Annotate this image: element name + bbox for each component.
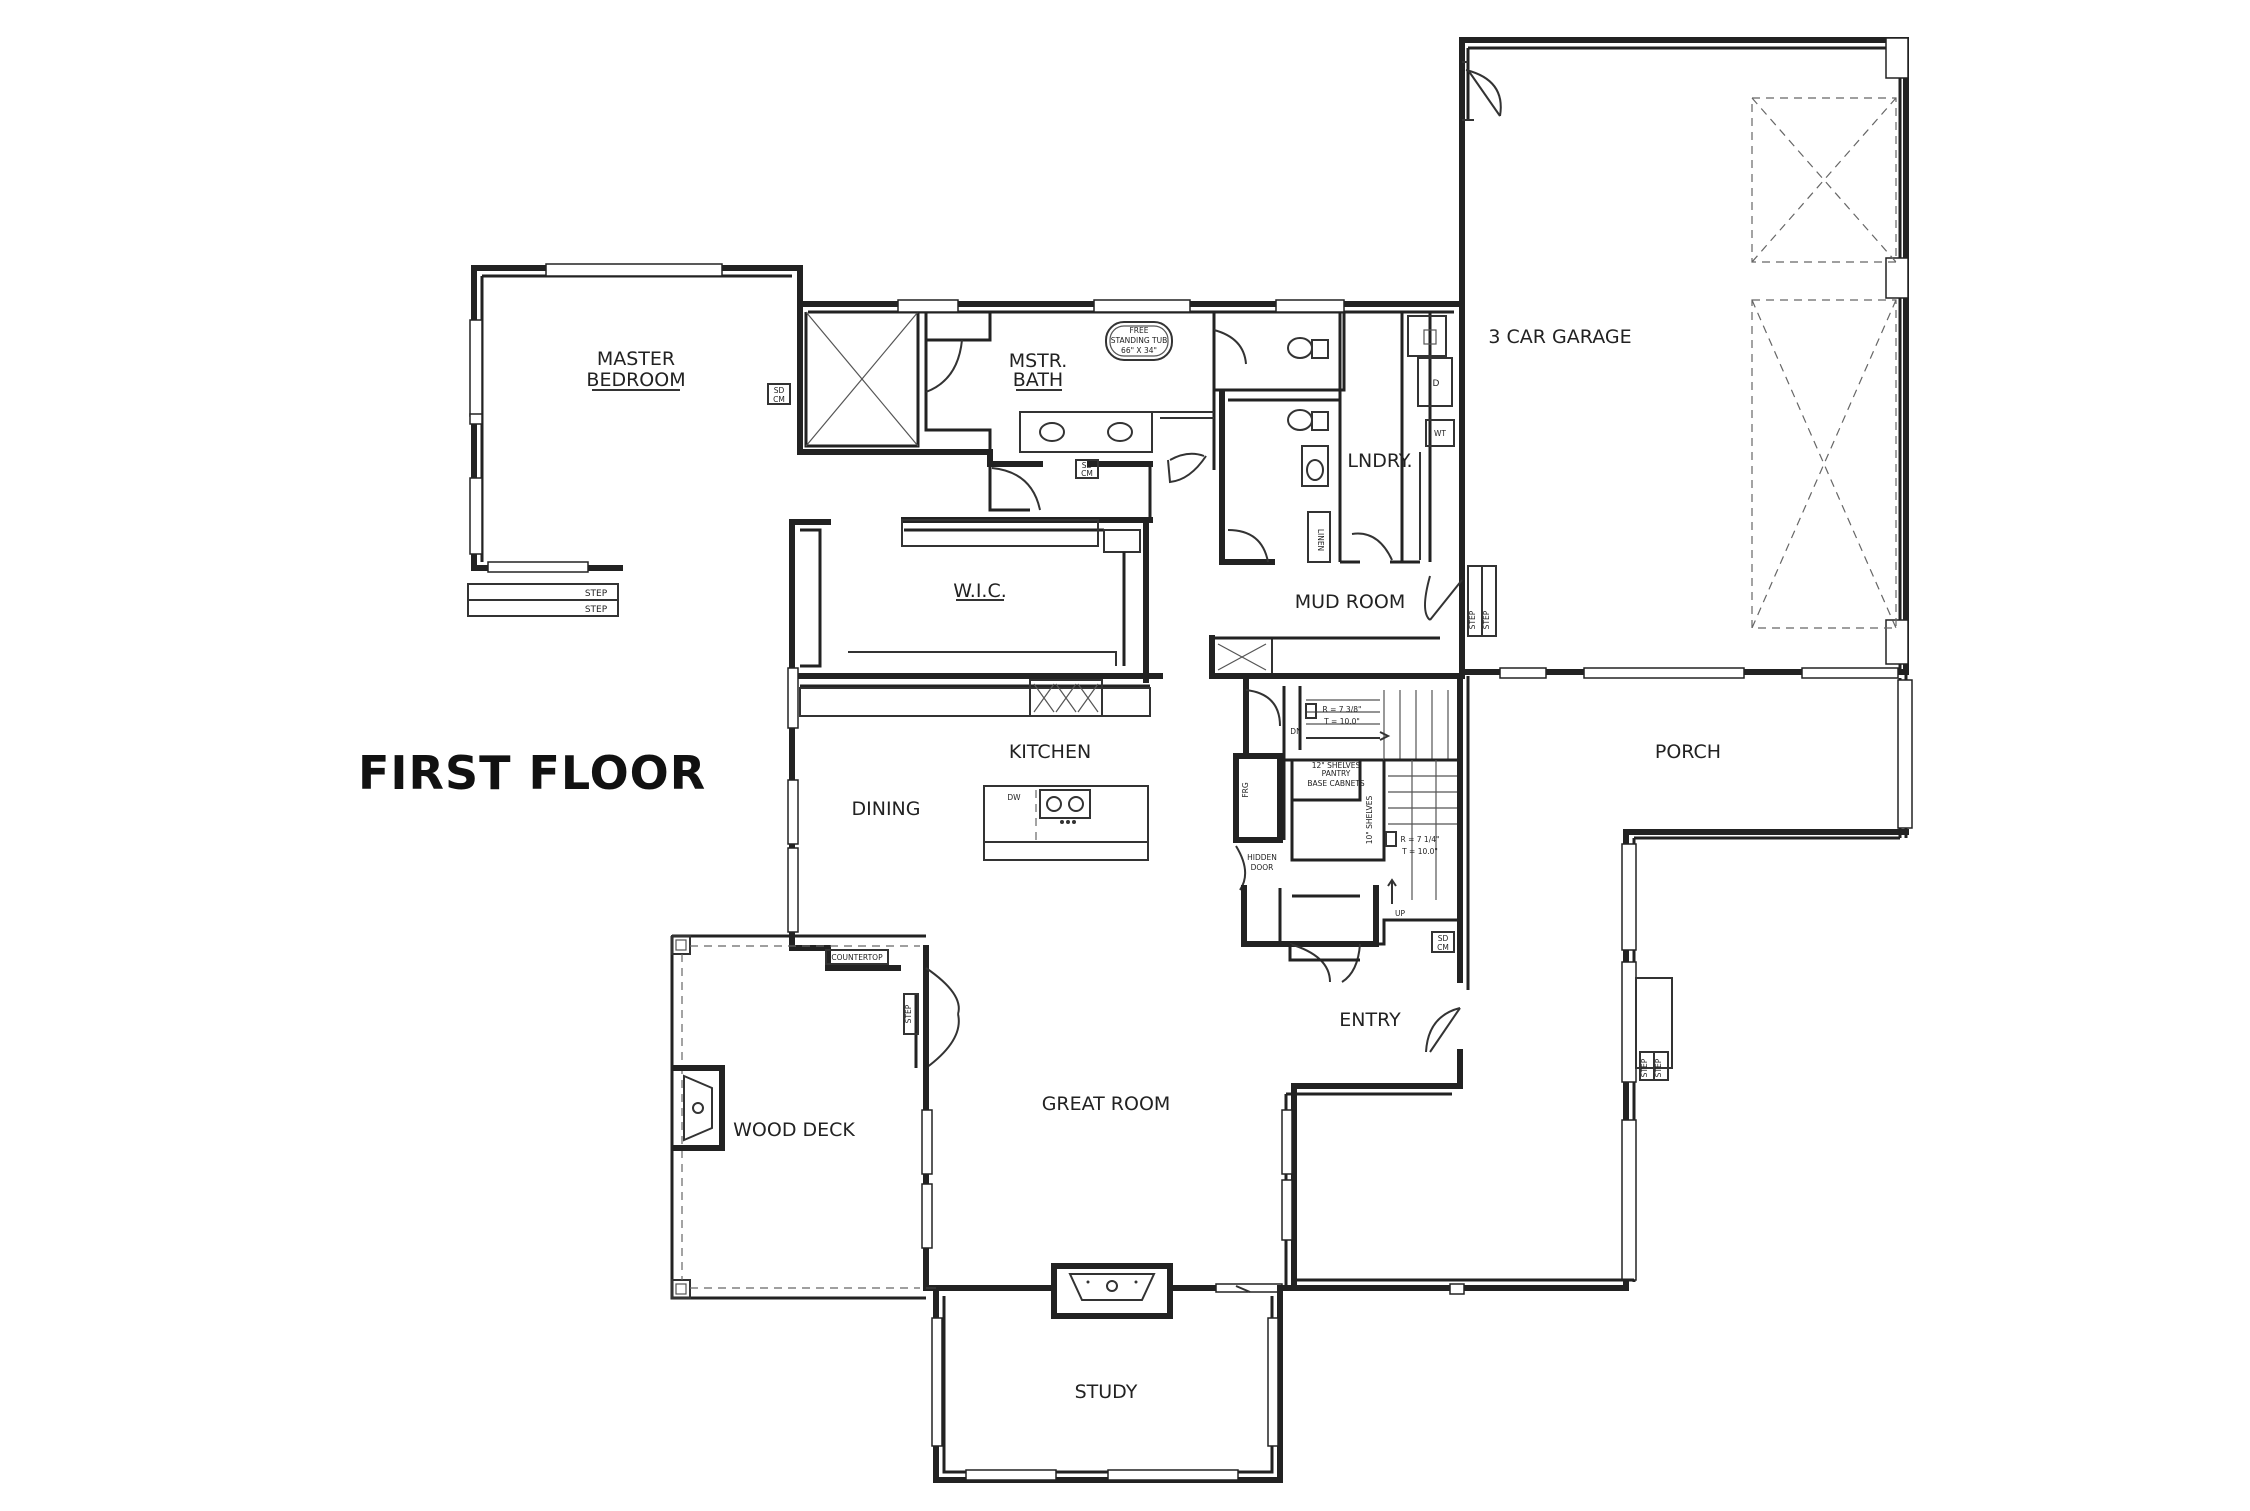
step-label-1: STEP bbox=[585, 589, 608, 599]
smoke-detector-icon: SD CM bbox=[1075, 459, 1099, 479]
garage-label: 3 CAR GARAGE bbox=[1488, 326, 1631, 348]
linen-label: LINEN bbox=[1316, 529, 1325, 551]
smoke-detector-icon: SD CM bbox=[767, 383, 791, 405]
stair-upper-t: T = 10.0" bbox=[1323, 717, 1360, 726]
kitchen-label: KITCHEN bbox=[1009, 741, 1091, 763]
svg-text:CM: CM bbox=[1081, 469, 1093, 478]
countertop-label: COUNTERTOP bbox=[831, 953, 883, 962]
great-room-walls: COUNTERTOP STEP bbox=[789, 937, 1297, 1319]
dining-label: DINING bbox=[852, 798, 921, 820]
entry-label: ENTRY bbox=[1339, 1009, 1401, 1031]
svg-text:SD: SD bbox=[1082, 461, 1093, 470]
mud-room-walls: STEP STEP bbox=[1209, 559, 1497, 679]
stair-dn-label: DN bbox=[1290, 727, 1301, 736]
step-label-porch-2: STEP bbox=[1654, 1058, 1663, 1077]
pantry-shelves-12: 12" SHELVES bbox=[1312, 761, 1361, 770]
svg-text:CM: CM bbox=[1437, 943, 1449, 952]
step-label-gr: STEP bbox=[904, 1004, 913, 1023]
tub-label-3: 66" X 34" bbox=[1121, 346, 1157, 355]
pantry-label: PANTRY bbox=[1322, 769, 1351, 778]
hidden-door-2: DOOR bbox=[1251, 863, 1274, 872]
master-bedroom-label-2: BEDROOM bbox=[586, 369, 685, 391]
pantry-shelves-10: 10" SHELVES bbox=[1365, 796, 1374, 845]
corridor-walls bbox=[988, 464, 1153, 523]
porch-label: PORCH bbox=[1655, 741, 1721, 763]
step-label-porch-1: STEP bbox=[1640, 1058, 1649, 1077]
hidden-door-1: HIDDEN bbox=[1247, 853, 1277, 862]
mstr-bath-label-2: BATH bbox=[1013, 369, 1063, 391]
base-cabinets-label: BASE CABNETS bbox=[1307, 779, 1365, 788]
mstr-bath-label-1: MSTR. bbox=[1009, 350, 1068, 372]
master-bedroom-walls bbox=[467, 263, 803, 617]
svg-text:SD: SD bbox=[774, 386, 785, 395]
great-room-label: GREAT ROOM bbox=[1042, 1093, 1171, 1115]
study-label: STUDY bbox=[1075, 1381, 1138, 1403]
fridge-label: FRG bbox=[1241, 782, 1250, 798]
svg-text:SD: SD bbox=[1438, 934, 1449, 943]
stair-pantry-walls: R = 7 3/8" T = 10.0" DN FRG 12" SHELVES … bbox=[1233, 673, 1460, 983]
stair-upper-r: R = 7 3/8" bbox=[1323, 705, 1362, 714]
page-title: FIRST FLOOR bbox=[358, 746, 707, 800]
tub-label-2: STANDING TUB bbox=[1111, 336, 1168, 345]
laundry-walls: LINEN D WT bbox=[1219, 307, 1465, 565]
smoke-detector-icon: SD CM bbox=[1431, 931, 1455, 953]
study-walls bbox=[926, 1285, 1283, 1483]
wic-walls bbox=[789, 517, 1163, 717]
garage-walls bbox=[1459, 37, 1909, 675]
stair-up-label: UP bbox=[1395, 909, 1405, 918]
stair-lower-r: R = 7 1/4" bbox=[1401, 835, 1440, 844]
step-label-mud-2: STEP bbox=[1482, 610, 1491, 629]
wic-label: W.I.C. bbox=[953, 580, 1007, 602]
kitchen-dining-walls: DW bbox=[787, 565, 1149, 943]
laundry-label: LNDRY. bbox=[1347, 450, 1412, 472]
mud-room-label: MUD ROOM bbox=[1295, 591, 1405, 613]
step-label-mud-1: STEP bbox=[1468, 610, 1477, 629]
stair-lower-t: T = 10.0" bbox=[1401, 847, 1438, 856]
dryer-label: D bbox=[1433, 379, 1440, 389]
svg-text:CM: CM bbox=[773, 395, 785, 404]
wood-deck-walls bbox=[670, 934, 926, 1300]
entry-walls bbox=[1281, 673, 1470, 1291]
step-label-2: STEP bbox=[585, 605, 608, 615]
porch-walls: STEP STEP bbox=[1291, 667, 1913, 1295]
tub-label-1: FREE bbox=[1129, 326, 1148, 335]
wood-deck-label: WOOD DECK bbox=[733, 1119, 855, 1141]
master-bedroom-label-1: MASTER bbox=[597, 348, 675, 370]
master-bath-walls: FREE STANDING TUB 66" X 34" bbox=[797, 299, 1465, 484]
dishwasher-label: DW bbox=[1007, 793, 1021, 802]
water-heater-label: WT bbox=[1434, 429, 1446, 438]
garage-door-dashes bbox=[1751, 97, 1897, 629]
